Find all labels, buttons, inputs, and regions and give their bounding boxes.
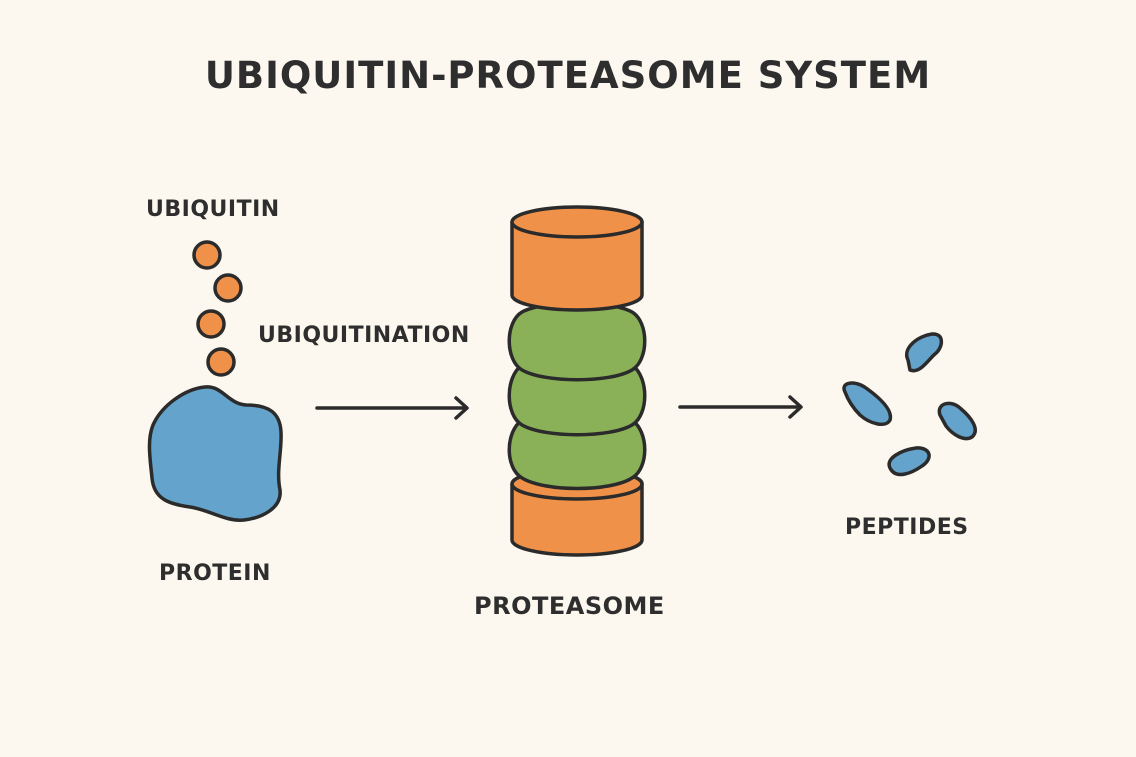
peptide [842, 381, 893, 427]
ubiquitin-molecule [206, 347, 236, 377]
peptide [904, 332, 944, 373]
ubiquitin-chain [192, 240, 243, 377]
proteasome-ring [507, 301, 647, 382]
proteasome-top-cap-top [510, 205, 644, 239]
protein-label: PROTEIN [159, 561, 271, 586]
arrow-to-peptides [678, 395, 803, 419]
ubiquitin-molecule [192, 240, 222, 270]
arrow-to-proteasome [315, 396, 469, 420]
proteasome-top-cap [510, 220, 644, 312]
ubiquitination-label: UBIQUITINATION [258, 323, 470, 348]
diagram-title: UBIQUITIN-PROTEASOME SYSTEM [204, 54, 932, 97]
protein-shape [147, 385, 283, 522]
ubiquitin-molecule [196, 309, 226, 339]
proteasome-label: PROTEASOME [474, 592, 665, 620]
peptides-label: PEPTIDES [845, 515, 969, 540]
ubiquitin-molecule [213, 273, 243, 303]
peptide [887, 446, 931, 477]
ubiquitin-label: UBIQUITIN [146, 197, 280, 222]
peptides [842, 332, 977, 477]
peptide [937, 401, 977, 441]
proteasome [507, 205, 647, 557]
